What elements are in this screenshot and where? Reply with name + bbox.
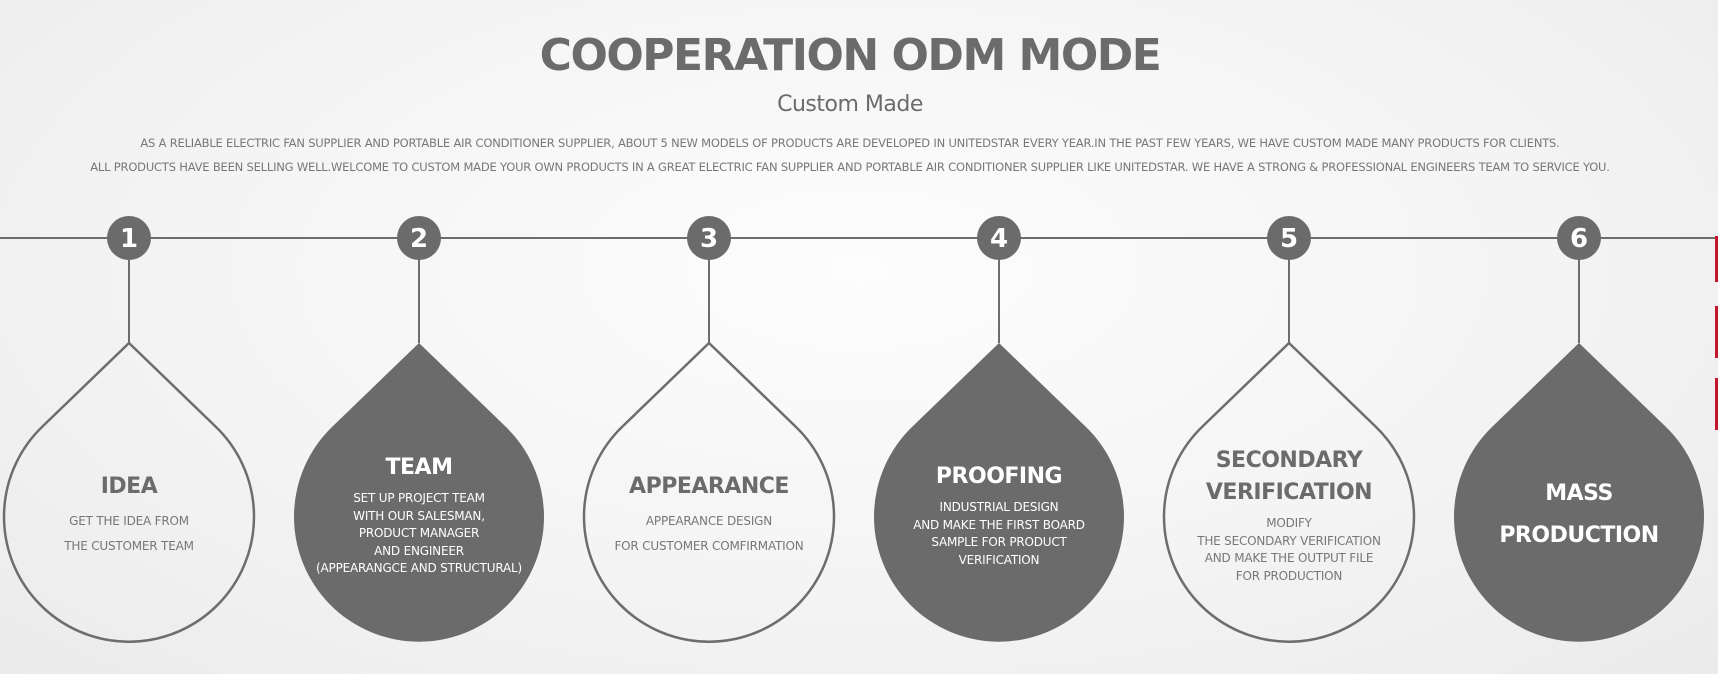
step-droplet: [294, 343, 544, 642]
step-title-line: SECONDARY: [1215, 448, 1363, 473]
step-number: 5: [1280, 224, 1298, 254]
step-description: APPEARANCE DESIGN FOR CUSTOMER COMFIRMATI…: [574, 509, 844, 559]
step-title: MASS PRODUCTION: [1444, 478, 1714, 552]
step-6: 6: [1454, 216, 1704, 642]
step-description-line: APPEARANCE DESIGN: [645, 514, 773, 528]
step-droplet: [874, 343, 1124, 642]
step-title-line: PROOFING: [935, 464, 1063, 489]
step-description: INDUSTRIAL DESIGN AND MAKE THE FIRST BOAR…: [864, 499, 1134, 569]
step-description-line: (APPEARANGCE AND STRUCTURAL): [316, 561, 522, 575]
step-title-line: IDEA: [100, 474, 158, 499]
step-description-line: MODIFY: [1266, 516, 1312, 530]
step-description: SET UP PROJECT TEAM WITH OUR SALESMAN, PRO…: [284, 490, 554, 578]
step-description-line: AND MAKE THE FIRST BOARD: [913, 517, 1085, 532]
step-description-line: THE SECONDARY VERIFICATION: [1197, 533, 1381, 548]
step-description-line: GET THE IDEA FROM: [69, 514, 189, 528]
step-5: 5: [1162, 216, 1416, 643]
step-description-line: THE CUSTOMER TEAM: [64, 539, 194, 553]
step-number: 1: [120, 224, 138, 254]
step-3: 3: [582, 216, 836, 643]
step-description: GET THE IDEA FROM THE CUSTOMER TEAM: [0, 509, 264, 559]
step-droplet: [1454, 343, 1704, 642]
edge-marker: [1715, 306, 1718, 358]
edge-marker: [1715, 378, 1718, 430]
step-title: TEAM: [284, 452, 554, 484]
step-1: 1: [2, 216, 256, 643]
step-title-line: TEAM: [385, 455, 453, 480]
step-title: PROOFING: [864, 461, 1134, 493]
step-description-line: FOR CUSTOMER COMFIRMATION: [614, 539, 804, 553]
step-number: 4: [990, 224, 1008, 254]
step-description-line: AND MAKE THE OUTPUT FILE: [1204, 551, 1374, 565]
step-3-text: APPEARANCE APPEARANCE DESIGN FOR CUSTOMER …: [574, 471, 844, 559]
step-description-line: INDUSTRIAL DESIGN: [939, 500, 1059, 514]
step-6-text: MASS PRODUCTION: [1444, 478, 1714, 552]
step-droplet: [1162, 341, 1416, 643]
step-2: 2: [294, 216, 544, 642]
page-subtitle: Custom Made: [777, 92, 923, 117]
step-title: APPEARANCE: [574, 471, 844, 503]
step-description-line: VERIFICATION: [958, 552, 1040, 567]
intro-line-2: ALL PRODUCTS HAVE BEEN SELLING WELL.WELC…: [90, 160, 1610, 174]
step-title-line: VERIFICATION: [1205, 480, 1373, 505]
intro-line-1: AS A RELIABLE ELECTRIC FAN SUPPLIER AND …: [140, 136, 1560, 150]
step-title-line: MASS: [1545, 481, 1613, 506]
step-title-line: PRODUCTION: [1499, 523, 1659, 548]
step-description-line: PRODUCT MANAGER: [358, 526, 480, 540]
step-number: 6: [1570, 224, 1588, 254]
step-4: 4: [874, 216, 1124, 642]
step-number-badge: [687, 216, 731, 260]
step-description-line: SET UP PROJECT TEAM: [353, 491, 485, 505]
step-title: IDEA: [0, 471, 264, 503]
step-number-badge: [397, 216, 441, 260]
step-number-badge: [107, 216, 151, 260]
step-number-badge: [1267, 216, 1311, 260]
step-description-line: SAMPLE FOR PRODUCT: [931, 535, 1067, 549]
step-number: 2: [410, 224, 428, 254]
page-title: COOPERATION ODM MODE: [539, 30, 1162, 81]
step-droplet: [2, 341, 256, 643]
step-description: MODIFY THE SECONDARY VERIFICATION AND MAKE…: [1154, 515, 1424, 585]
step-1-text: IDEA GET THE IDEA FROM THE CUSTOMER TEAM: [0, 471, 264, 559]
step-title: SECONDARY VERIFICATION: [1154, 445, 1424, 509]
edge-marker: [1715, 236, 1718, 282]
step-description-line: WITH OUR SALESMAN,: [353, 508, 485, 523]
step-number: 3: [700, 224, 718, 254]
step-number-badge: [1557, 216, 1601, 260]
step-number-badge: [977, 216, 1021, 260]
step-droplet: [582, 341, 836, 643]
step-4-text: PROOFING INDUSTRIAL DESIGN AND MAKE THE FI…: [864, 461, 1134, 569]
step-5-text: SECONDARY VERIFICATION MODIFY THE SECONDARY…: [1154, 445, 1424, 585]
step-2-text: TEAM SET UP PROJECT TEAM WITH OUR SALESMAN…: [284, 452, 554, 578]
step-description-line: FOR PRODUCTION: [1235, 568, 1343, 583]
step-title-line: APPEARANCE: [629, 474, 789, 499]
step-description-line: AND ENGINEER: [374, 543, 464, 558]
